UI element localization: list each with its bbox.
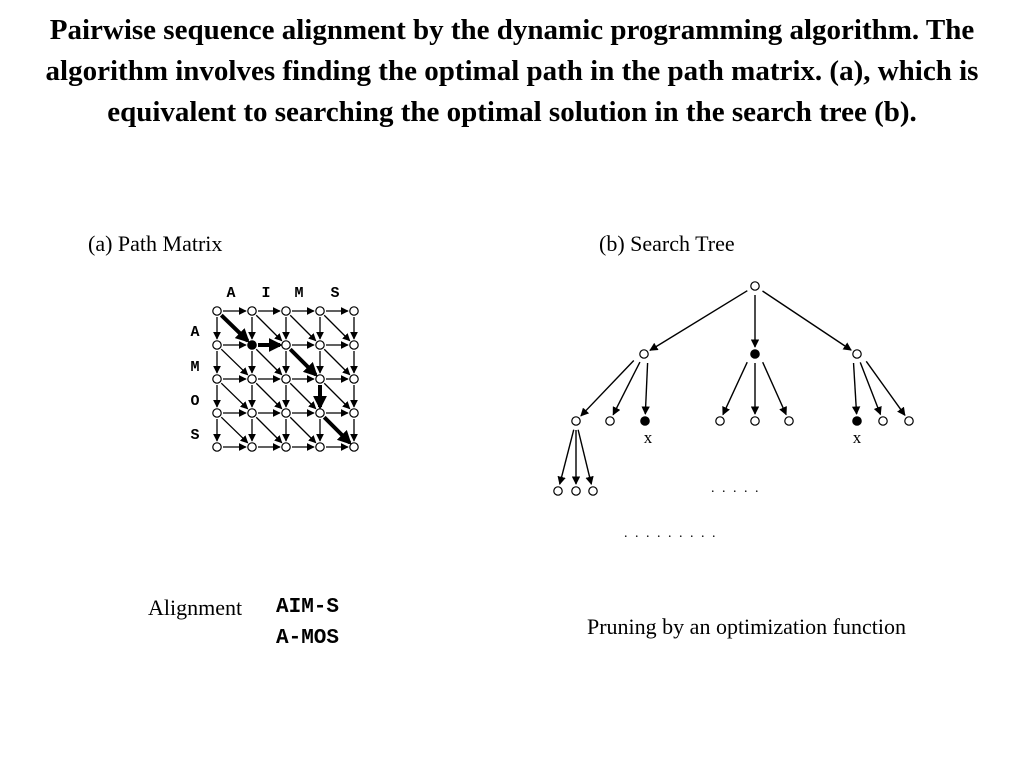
matrix-nodes [212,306,359,452]
matrix-node [315,374,325,384]
alignment-bottom-sequence: A-MOS [276,627,340,650]
tree-node-filled [852,416,862,426]
ellipsis-short: . . . . . [711,481,761,496]
tree-arrow [580,360,635,417]
matrix-node [281,340,291,350]
tree-node [605,416,615,426]
matrix-row-label: A [190,324,199,341]
tree-arrow [641,362,650,415]
tree-node [715,416,725,426]
matrix-arrow [220,348,249,376]
matrix-arrow [220,416,249,444]
tree-arrow [722,361,748,416]
matrix-arrow [323,382,351,410]
tree-arrow [577,429,594,486]
tree-arrow [762,361,787,416]
pruning-caption: Pruning by an optimization function [587,614,906,639]
matrix-arrow [289,382,317,410]
tree-node [571,486,581,496]
tree-node [553,486,563,496]
tree-nodes [553,281,914,496]
tree-edges [557,290,906,486]
matrix-arrow [289,416,317,444]
tree-node [904,416,914,426]
tree-node [571,416,581,426]
matrix-column-label: M [294,285,303,302]
tree-arrow [762,290,852,351]
matrix-arrow [323,348,351,376]
matrix-arrow [255,314,283,342]
matrix-node [349,374,359,384]
page-title: Pairwise sequence alignment by the dynam… [45,14,979,128]
matrix-row-label: O [190,393,199,410]
matrix-arrow [255,416,283,444]
matrix-node [281,374,291,384]
tree-arrow [612,361,641,416]
tree-node [852,349,862,359]
matrix-node-filled [247,340,257,350]
matrix-node [212,306,222,316]
matrix-node [212,340,222,350]
pruned-mark: x [853,428,862,447]
tree-node [588,486,598,496]
tree-node [750,281,760,291]
path-matrix-caption: (a) Path Matrix [88,231,223,256]
matrix-node [281,306,291,316]
pruned-mark: x [644,428,653,447]
matrix-arrow [289,314,317,342]
tree-arrow [649,290,748,351]
tree-node-filled [640,416,650,426]
matrix-node [212,374,222,384]
tree-node-filled [750,349,760,359]
matrix-node [212,408,222,418]
path-matrix: A I M S A M O S [190,285,359,452]
matrix-node [315,340,325,350]
tree-node [639,349,649,359]
matrix-row-label: M [190,359,199,376]
matrix-node [349,340,359,350]
matrix-node [315,306,325,316]
matrix-node [247,374,257,384]
matrix-row-label: S [190,427,199,444]
optimal-path-arrow [322,415,352,445]
search-tree: x x . . . . . . . . . . . . . . [553,281,914,541]
search-tree-caption: (b) Search Tree [599,231,735,256]
matrix-node [247,306,257,316]
matrix-node [349,306,359,316]
optimal-path-arrow [219,313,250,343]
matrix-node [349,408,359,418]
matrix-edges [213,307,358,451]
ellipsis-long: . . . . . . . . . [624,526,718,541]
matrix-arrow [220,382,249,410]
tree-arrow [557,429,575,486]
matrix-node [247,442,257,452]
tree-node [784,416,794,426]
matrix-node [281,442,291,452]
matrix-node [281,408,291,418]
optimal-path-arrow [288,347,318,377]
matrix-node [212,442,222,452]
matrix-column-label: A [226,285,235,302]
matrix-column-label: S [330,285,339,302]
tree-arrow [851,362,861,415]
matrix-node [315,442,325,452]
matrix-node [315,408,325,418]
tree-arrow [865,360,906,416]
tree-node [878,416,888,426]
matrix-node [247,408,257,418]
tree-arrow [859,362,882,416]
matrix-arrow [255,382,283,410]
matrix-node [349,442,359,452]
matrix-arrow [323,314,351,342]
matrix-column-label: I [261,285,270,302]
alignment-top-sequence: AIM-S [276,596,340,619]
tree-node [750,416,760,426]
matrix-arrow [255,348,283,376]
alignment-label: Alignment [148,595,243,620]
